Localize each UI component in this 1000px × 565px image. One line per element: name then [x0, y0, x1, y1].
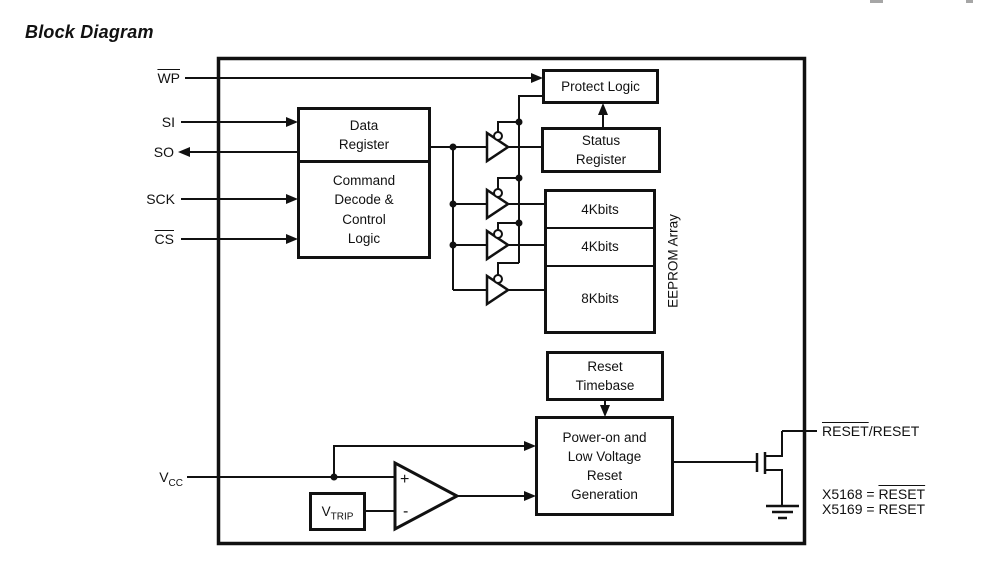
mosfet	[755, 431, 783, 505]
x5168-note: X5168 = RESET	[822, 486, 926, 502]
comparator-minus: -	[403, 503, 408, 520]
eeprom-cell-4k: 4Kbits	[547, 192, 653, 229]
junction-dot	[449, 143, 457, 151]
arrowhead	[531, 73, 543, 83]
eeprom-cell-8k: 8Kbits	[581, 291, 619, 307]
enable-bus	[518, 95, 543, 263]
arrowhead	[524, 441, 536, 451]
reset-timebase-block: Reset Timebase	[546, 351, 664, 401]
junction-dot	[449, 241, 457, 249]
junction-dot	[515, 174, 523, 182]
pin-label-sck: SCK	[146, 191, 175, 207]
enable-bubble	[493, 131, 503, 141]
junction-dot	[515, 219, 523, 227]
junction-dot	[515, 118, 523, 126]
page-title: Block Diagram	[25, 22, 154, 42]
pin-label-wp: WP	[157, 70, 180, 86]
reset-pin-label: RESET/RESET	[822, 423, 920, 439]
arrowhead	[286, 194, 298, 204]
data-register-block: Data Register	[297, 107, 431, 163]
ground-icon	[766, 504, 799, 520]
enable-bubble	[493, 229, 503, 239]
enable-tap	[497, 177, 519, 189]
x5169-note: X5169 = RESET	[822, 501, 926, 517]
protect-logic-block: Protect Logic	[542, 69, 659, 104]
command-decode-block: Command Decode & Control Logic	[297, 160, 431, 259]
enable-tap	[497, 222, 519, 230]
pin-label-so: SO	[153, 144, 174, 160]
chip-boundary	[216, 56, 807, 546]
junction-dot	[330, 473, 338, 481]
vcc-branch-line	[333, 445, 525, 477]
enable-bubble	[493, 274, 503, 284]
enable-bubble	[493, 188, 503, 198]
eeprom-array-label: EEPROM Array	[665, 214, 681, 308]
arrowhead	[286, 117, 298, 127]
comparator-plus: +	[400, 471, 409, 488]
tristate-buffer	[485, 228, 511, 262]
tristate-buffer	[485, 187, 511, 221]
comparator: + -	[393, 460, 461, 532]
pin-label-cs: CS	[154, 231, 174, 247]
arrowhead	[600, 405, 610, 417]
arrowhead	[524, 491, 536, 501]
eeprom-array-block: 4Kbits 4Kbits 8Kbits	[544, 189, 656, 334]
junction-dot	[449, 200, 457, 208]
status-register-block: Status Register	[541, 127, 661, 173]
arrowhead	[286, 234, 298, 244]
eeprom-cell-4k: 4Kbits	[547, 229, 653, 267]
cropped-top-fragment	[966, 0, 973, 3]
enable-tap	[497, 121, 519, 132]
vtrip-block: VTRIP	[309, 492, 366, 531]
tristate-buffer	[485, 130, 511, 164]
power-on-reset-block: Power-on and Low Voltage Reset Generatio…	[535, 416, 674, 516]
pin-label-vcc: VCC	[159, 469, 183, 489]
arrowhead	[178, 147, 190, 157]
enable-tap	[497, 262, 519, 275]
tristate-buffer	[485, 273, 511, 307]
cropped-top-fragment	[870, 0, 883, 3]
arrowhead	[598, 103, 608, 115]
pin-label-si: SI	[161, 114, 175, 130]
junction-dots	[330, 118, 523, 481]
